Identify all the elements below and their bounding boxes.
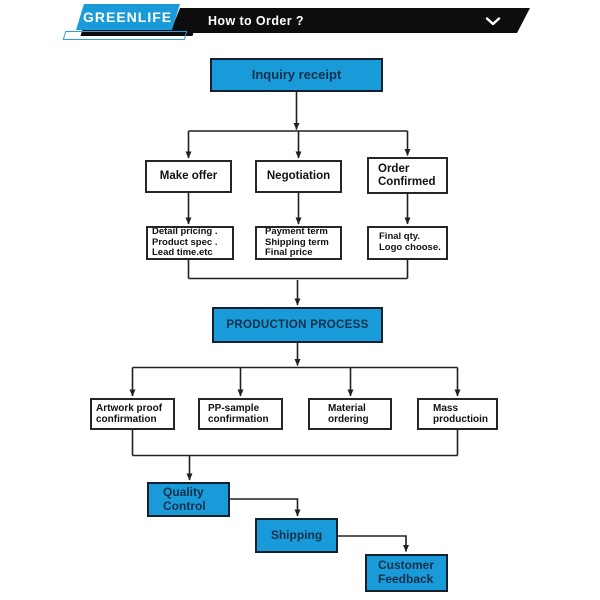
title-bar: How to Order ? <box>170 8 530 33</box>
flow-node-material-ordering: Material ordering <box>308 398 392 430</box>
flow-node-make-offer: Make offer <box>145 160 232 193</box>
flow-node-pp-sample: PP-sample confirmation <box>198 398 283 430</box>
flow-node-quality-control: Quality Control <box>147 482 230 517</box>
chevron-down-icon <box>485 17 501 26</box>
flow-node-inquiry-receipt: Inquiry receipt <box>210 58 383 92</box>
flow-node-shipping: Shipping <box>255 518 338 553</box>
flow-node-order-confirmed: Order Confirmed <box>367 157 448 194</box>
flow-node-mass-production: Mass productioin <box>417 398 498 430</box>
flow-node-negotiation: Negotiation <box>255 160 342 193</box>
page-title: How to Order ? <box>208 13 304 28</box>
flow-node-detail-pricing: Detail pricing . Product spec . Lead tim… <box>146 226 234 260</box>
flow-node-artwork-proof: Artwork proof confirmation <box>90 398 175 430</box>
flow-node-customer-feedback: Customer Feedback <box>365 554 448 592</box>
flow-node-production-process: PRODUCTION PROCESS <box>212 307 383 343</box>
flow-node-payment-terms: Payment term Shipping term Final price <box>255 226 342 260</box>
flow-node-final-qty: Final qty. Logo choose. <box>367 226 448 260</box>
